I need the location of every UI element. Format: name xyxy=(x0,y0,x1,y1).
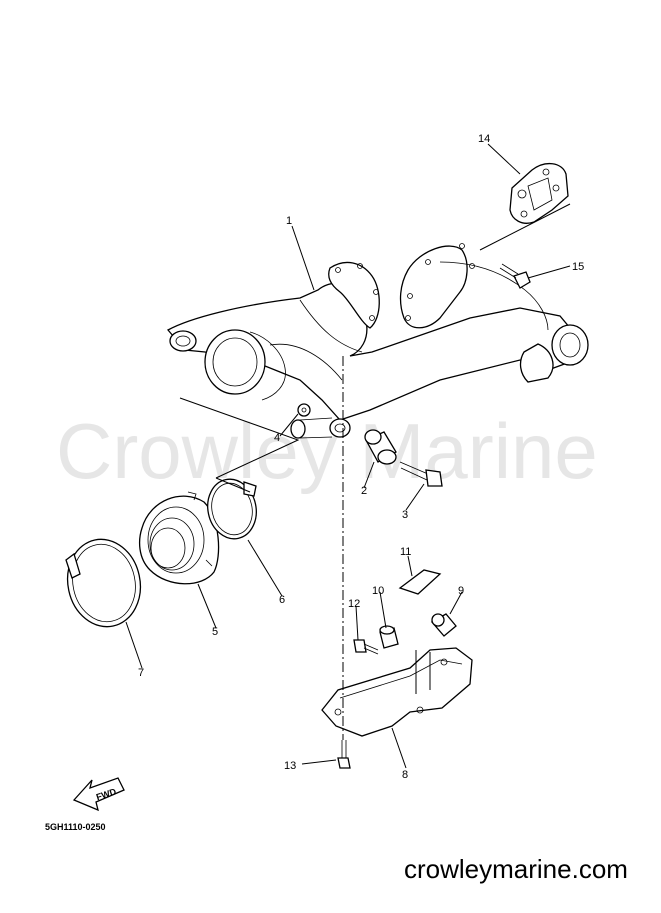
callout-11: 11 xyxy=(400,546,411,558)
boot-5 xyxy=(138,491,220,585)
watermark-text: Crowley Marine xyxy=(56,407,598,495)
damper-9 xyxy=(430,613,457,637)
bolt-13 xyxy=(337,740,351,769)
callout-15: 15 xyxy=(572,261,584,273)
washer-4 xyxy=(297,403,311,417)
bolt-15 xyxy=(499,263,531,289)
callout-2: 2 xyxy=(361,485,367,497)
callout-6: 6 xyxy=(279,594,285,606)
callout-leaders xyxy=(125,143,571,769)
website-text: crowleymarine.com xyxy=(404,854,628,884)
callout-12: 12 xyxy=(348,598,360,610)
collar-2 xyxy=(364,429,397,465)
fwd-arrow-icon: FWD xyxy=(72,777,125,812)
guide-lines xyxy=(179,203,571,694)
callout-9: 9 xyxy=(458,585,464,597)
callout-4: 4 xyxy=(274,432,280,444)
plate-8 xyxy=(321,647,473,737)
callout-1: 1 xyxy=(286,215,292,227)
callout-14: 14 xyxy=(478,133,490,145)
callout-7: 7 xyxy=(138,667,144,679)
pad-11 xyxy=(398,569,442,595)
clamp-6 xyxy=(207,478,257,540)
bracket-14 xyxy=(509,163,569,224)
swing-arm xyxy=(166,243,589,439)
callout-5: 5 xyxy=(212,626,218,638)
callout-8: 8 xyxy=(402,769,408,781)
callout-10: 10 xyxy=(372,585,384,597)
callout-labels: 1 2 3 4 5 6 7 8 9 10 11 12 13 14 15 xyxy=(138,133,584,781)
bolt-12 xyxy=(353,639,379,655)
collar-10 xyxy=(379,625,399,649)
diagram-code: 5GH1110-0250 xyxy=(45,822,106,832)
bolt-3 xyxy=(399,461,443,487)
clamp-7 xyxy=(65,538,142,628)
callout-3: 3 xyxy=(402,509,408,521)
callout-13: 13 xyxy=(284,760,296,772)
